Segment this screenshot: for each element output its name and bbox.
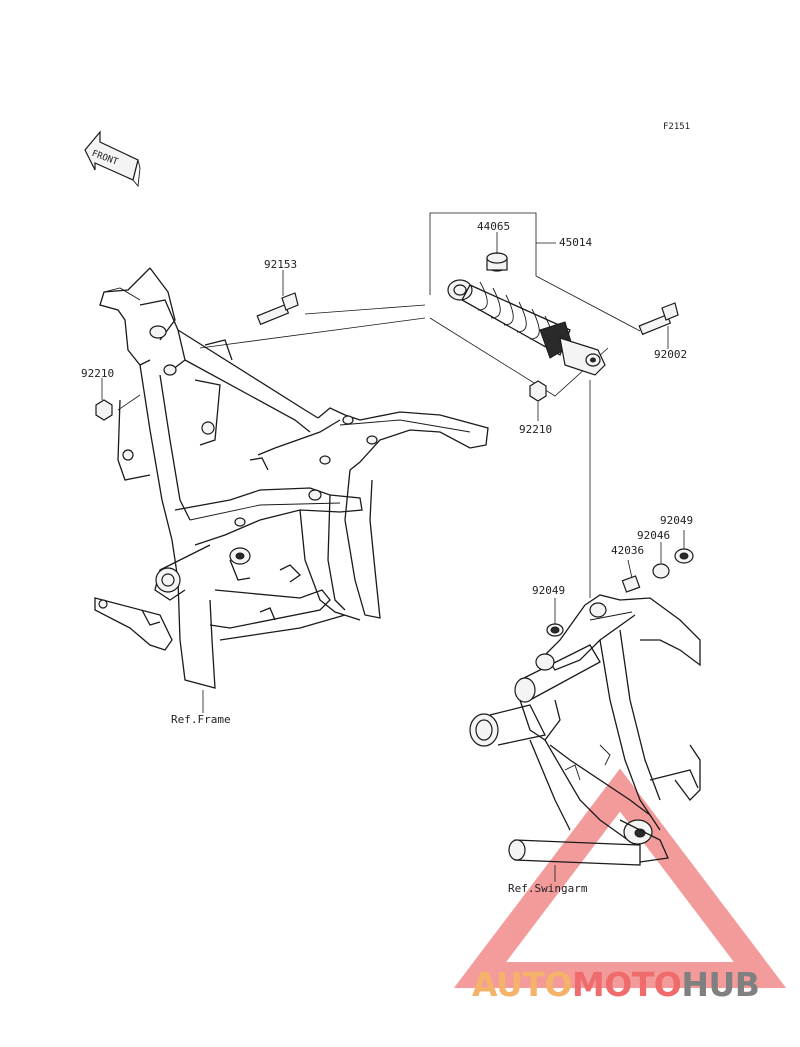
nut-92210-right-icon [529,380,547,402]
ref-frame-label: Ref.Frame [171,713,231,726]
collar-42036-icon [621,575,641,593]
watermark-part-auto: AUTO [472,965,572,1004]
bolt-92153-icon [256,292,299,326]
ref-swingarm-label: Ref.Swingarm [508,882,588,895]
part-label-45014[interactable]: 45014 [559,236,593,249]
part-label-92046[interactable]: 92046 [637,529,671,542]
rear-shock-assembly [95,212,679,421]
leader-lines [101,232,669,598]
watermark-part-hub: HUB [681,965,760,1004]
bushing-92046-icon [652,563,670,579]
nut-92210-left-icon [95,399,113,421]
part-label-92049-top[interactable]: 92049 [660,514,694,527]
diagram-code: F2151 [663,122,691,132]
swingarm-drawing [469,530,701,866]
watermark-part-moto: MOTO [571,965,682,1004]
watermark-triangle-logo [453,768,787,988]
part-label-44065[interactable]: 44065 [477,220,511,233]
part-label-92210-right[interactable]: 92210 [519,423,553,436]
part-label-92002[interactable]: 92002 [654,348,688,361]
part-label-92210-left[interactable]: 92210 [81,367,115,380]
watermark-logo: AUTOMOTOHUB [472,965,760,1005]
bolt-92002-icon [638,302,679,336]
part-label-42036[interactable]: 42036 [611,544,645,557]
frame-drawing [94,267,489,689]
part-label-92153[interactable]: 92153 [264,258,298,271]
front-arrow-icon [84,130,141,188]
part-label-92049-mid[interactable]: 92049 [532,584,566,597]
